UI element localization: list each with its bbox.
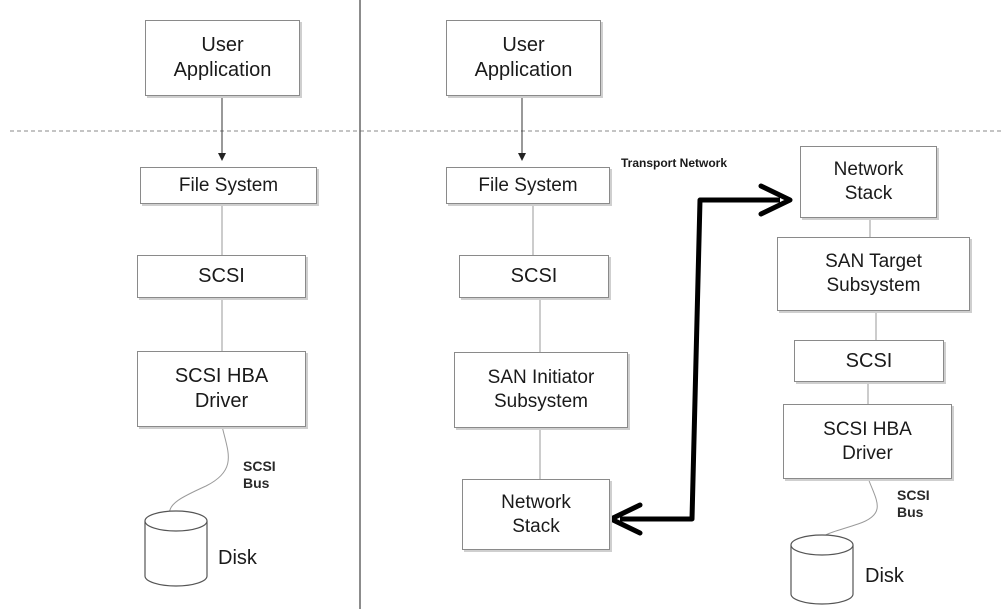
left-scsi-box: SCSI <box>137 255 306 298</box>
middle-san-initiator-box: SAN Initiator Subsystem <box>454 352 628 428</box>
right-disk-label: Disk <box>865 565 904 587</box>
right-network-stack-box: Network Stack <box>800 146 937 218</box>
right-scsi-box: SCSI <box>794 340 944 382</box>
left-scsi-hba-driver-box: SCSI HBA Driver <box>137 351 306 427</box>
middle-user-application-box: User Application <box>446 20 601 96</box>
middle-file-system-box: File System <box>446 167 610 204</box>
left-disk-icon <box>144 510 208 587</box>
left-scsi-bus-label: SCSI Bus <box>243 458 276 491</box>
transport-network-arrow <box>608 183 793 536</box>
right-san-target-box: SAN Target Subsystem <box>777 237 970 311</box>
right-scsi-hba-driver-box: SCSI HBA Driver <box>783 404 952 479</box>
left-disk-label: Disk <box>218 547 257 569</box>
left-scsi-bus-cable <box>168 425 229 517</box>
left-file-system-box: File System <box>140 167 317 204</box>
right-scsi-bus-cable <box>821 477 878 543</box>
middle-network-stack-box: Network Stack <box>462 479 610 550</box>
right-disk-icon <box>790 534 854 605</box>
left-user-application-box: User Application <box>145 20 300 96</box>
right-scsi-bus-label: SCSI Bus <box>897 487 930 520</box>
transport-network-label: Transport Network <box>621 156 728 170</box>
middle-scsi-box: SCSI <box>459 255 609 298</box>
